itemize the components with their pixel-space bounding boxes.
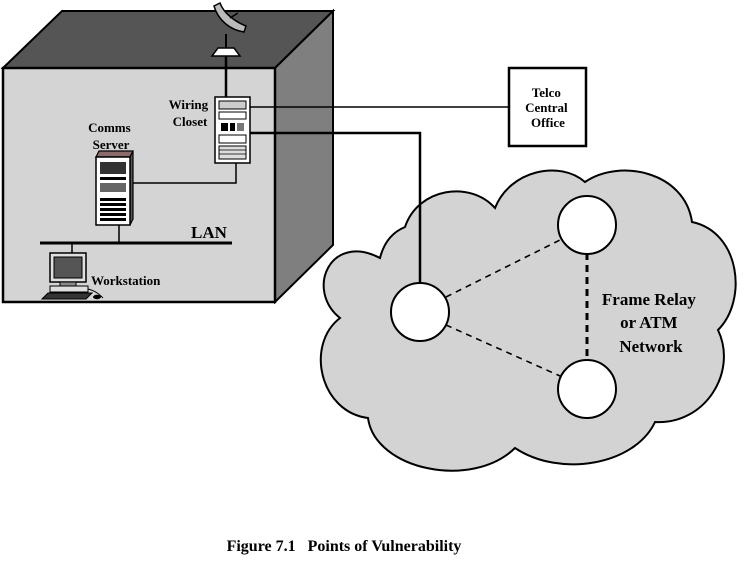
network-node-left [390, 282, 450, 342]
network-cloud [319, 169, 737, 472]
comms-server-label: Comms Server [88, 120, 134, 152]
lan-label: LAN [191, 223, 228, 242]
server-icon [95, 150, 134, 226]
network-links [445, 239, 561, 377]
building [0, 8, 336, 305]
figure-caption: Figure 7.1 Points of Vulnerability [226, 538, 462, 555]
satellite-dish-icon [210, 1, 247, 57]
wiring-closet-rack-icon [214, 96, 251, 164]
network-label: Frame Relay or ATM Network [602, 290, 700, 356]
telco-office-label: Telco Central Office [525, 85, 571, 130]
connections [40, 55, 509, 285]
network-node-top [557, 195, 617, 255]
wan-link [250, 131, 422, 285]
telco-office-box [507, 66, 588, 148]
workstation-icon [40, 252, 104, 300]
network-node-bottom [557, 359, 617, 419]
workstation-label: Workstation [91, 273, 161, 288]
wiring-closet-label: Wiring Closet [169, 97, 212, 129]
closet-server-link [133, 163, 237, 184]
